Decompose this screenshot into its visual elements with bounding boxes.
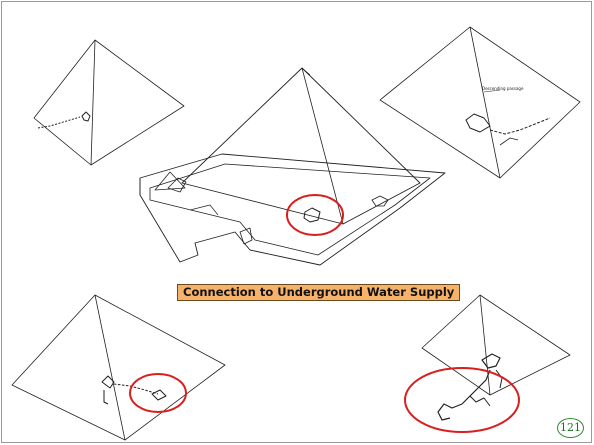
pyramid-top-right — [379, 26, 581, 179]
highlight-circle-bottom-right — [404, 367, 520, 433]
pyramid-center — [139, 67, 446, 266]
pyramid-top-left — [33, 39, 185, 166]
page-number-badge: 121 — [557, 418, 584, 438]
highlight-circle-bottom-left — [129, 373, 187, 413]
caption-label: Connection to Underground Water Supply — [177, 284, 461, 301]
pyramid-bottom-left — [11, 294, 226, 441]
pyramid-bottom-right — [421, 294, 571, 421]
tiny-label: Descending passage — [482, 86, 524, 91]
highlight-circle-center — [286, 194, 344, 236]
